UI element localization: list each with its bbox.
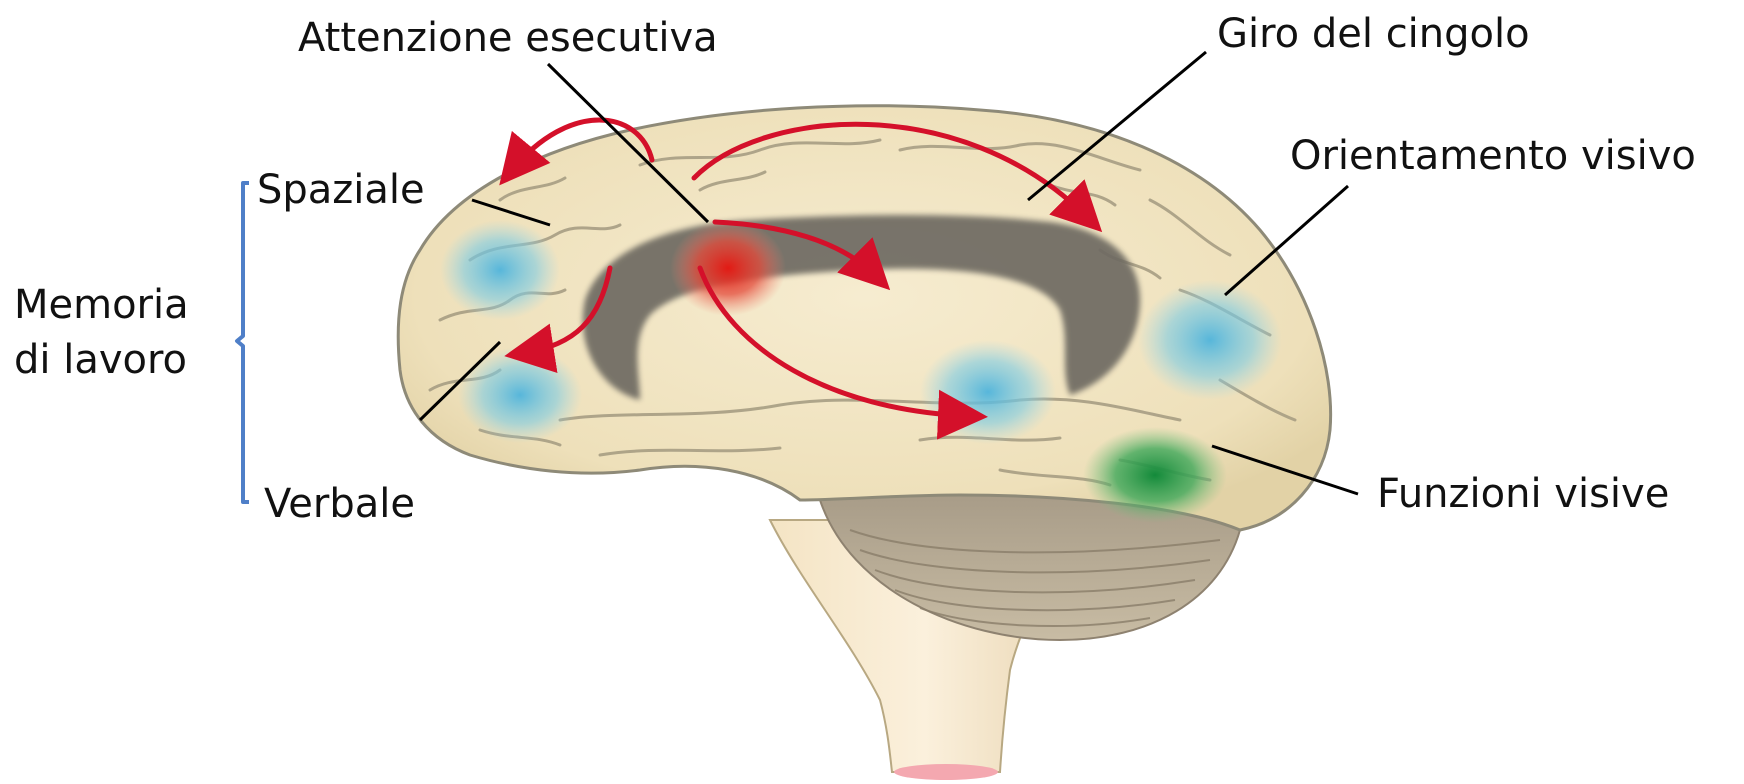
label-memoria-di-lavoro: Memoria di lavoro xyxy=(14,278,189,388)
label-memoria-line2: di lavoro xyxy=(14,333,189,388)
label-spaziale: Spaziale xyxy=(257,170,425,210)
working-memory-brace xyxy=(237,183,249,502)
label-funzioni-visive: Funzioni visive xyxy=(1377,474,1669,514)
spatial-memory-spot xyxy=(440,220,560,320)
label-memoria-line1: Memoria xyxy=(14,278,189,333)
label-orientamento-visivo: Orientamento visivo xyxy=(1290,136,1696,176)
visual-function-spot xyxy=(1083,427,1227,523)
temporal-blue-spot xyxy=(920,340,1056,444)
brainstem-tip xyxy=(894,764,998,780)
label-attenzione-esecutiva: Attenzione esecutiva xyxy=(298,18,718,58)
verbal-memory-spot xyxy=(458,347,582,443)
visual-orienting-spot xyxy=(1138,280,1282,400)
executive-attention-spot xyxy=(670,220,786,316)
label-giro-del-cingolo: Giro del cingolo xyxy=(1217,14,1530,54)
label-verbale: Verbale xyxy=(264,484,415,524)
